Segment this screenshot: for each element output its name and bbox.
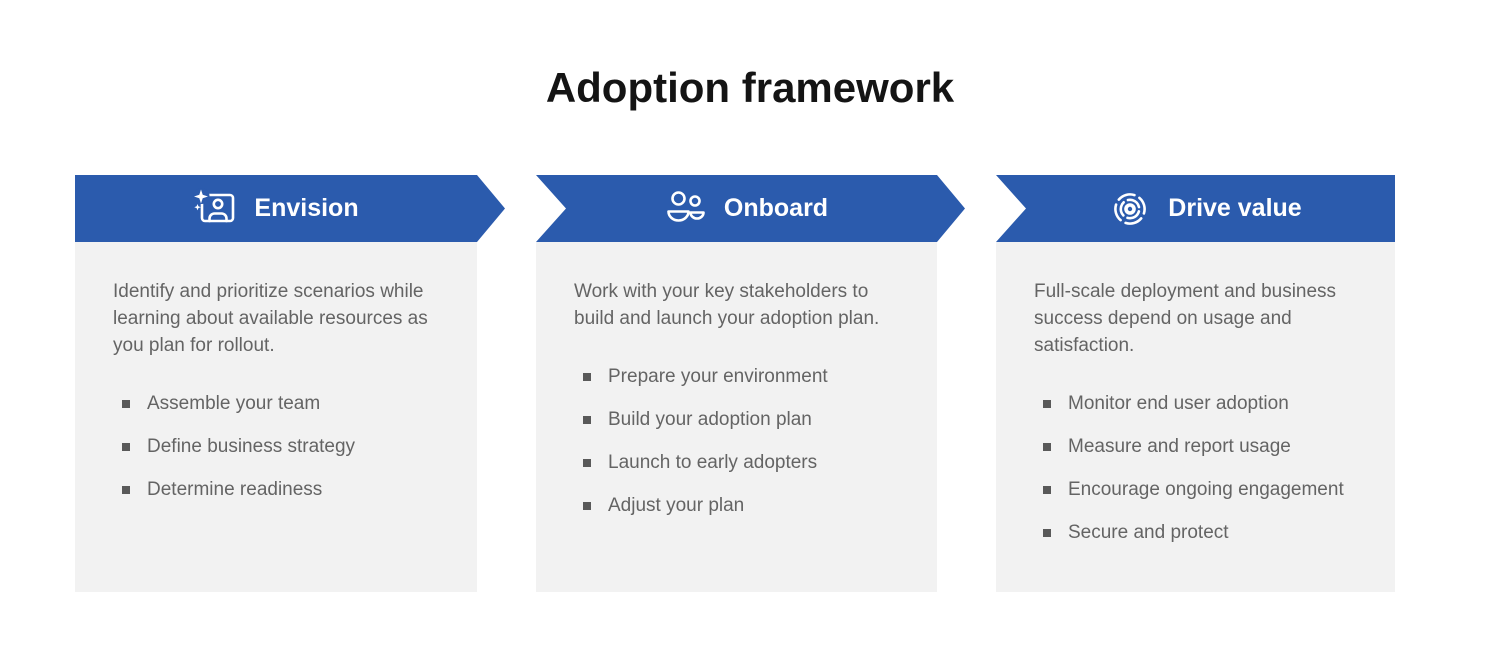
bullet-item: Measure and report usage [1043, 433, 1369, 460]
bullet-item: Launch to early adopters [583, 449, 911, 476]
bullet-square-icon [583, 501, 591, 510]
bullet-square-icon [1043, 399, 1051, 408]
page-title: Adoption framework [545, 64, 955, 111]
header-onboard: Onboard [536, 175, 965, 242]
bullet-text: Adjust your plan [608, 494, 745, 516]
bullet-square-icon [1043, 528, 1051, 537]
bullet-square-icon [1043, 442, 1051, 451]
bullet-text: Assemble your team [147, 392, 321, 414]
bullet-square-icon [583, 458, 591, 467]
bullet-square-icon [1043, 485, 1051, 494]
target-rings-icon [1107, 188, 1153, 230]
bullet-text: Launch to early adopters [608, 451, 818, 473]
panel-drive-value: Full-scale deployment and business succe… [996, 242, 1395, 592]
bullet-item: Adjust your plan [583, 492, 911, 519]
description-envision: Identify and prioritize scenarios while … [113, 281, 428, 356]
bullet-square-icon [583, 372, 591, 381]
bullet-text: Define business strategy [147, 435, 356, 457]
bullet-square-icon [122, 442, 130, 451]
bullet-text: Encourage ongoing engagement [1068, 478, 1344, 500]
header-drive-value: Drive value [996, 175, 1395, 242]
bullet-item: Prepare your environment [583, 363, 911, 390]
bullet-item: Monitor end user adoption [1043, 390, 1369, 417]
bullet-item: Build your adoption plan [583, 406, 911, 433]
header-label-envision: Envision [254, 194, 359, 222]
bullet-text: Determine readiness [147, 478, 323, 500]
bullet-text: Prepare your environment [608, 365, 828, 387]
bullet-item: Define business strategy [122, 433, 451, 460]
description-onboard: Work with your key stakeholders to build… [574, 281, 880, 329]
bullet-square-icon [122, 485, 130, 494]
bullet-text: Build your adoption plan [608, 408, 812, 430]
bullet-item: Secure and protect [1043, 519, 1369, 546]
panel-onboard: Work with your key stakeholders to build… [536, 242, 937, 592]
header-envision: Envision [75, 175, 505, 242]
header-label-drive-value: Drive value [1168, 194, 1302, 222]
bullet-square-icon [583, 415, 591, 424]
bullet-item: Assemble your team [122, 390, 451, 417]
bullet-text: Monitor end user adoption [1068, 392, 1289, 414]
header-label-onboard: Onboard [723, 194, 829, 222]
bullet-text: Secure and protect [1068, 521, 1229, 543]
bullet-square-icon [122, 399, 130, 408]
bullet-text: Measure and report usage [1068, 435, 1291, 457]
panel-envision: Identify and prioritize scenarios while … [75, 242, 477, 592]
bullet-item: Determine readiness [122, 476, 451, 503]
person-sparkle-frame-icon [193, 188, 239, 230]
bullet-item: Encourage ongoing engagement [1043, 476, 1369, 503]
people-icon [663, 188, 709, 230]
description-drive-value: Full-scale deployment and business succe… [1034, 281, 1337, 356]
